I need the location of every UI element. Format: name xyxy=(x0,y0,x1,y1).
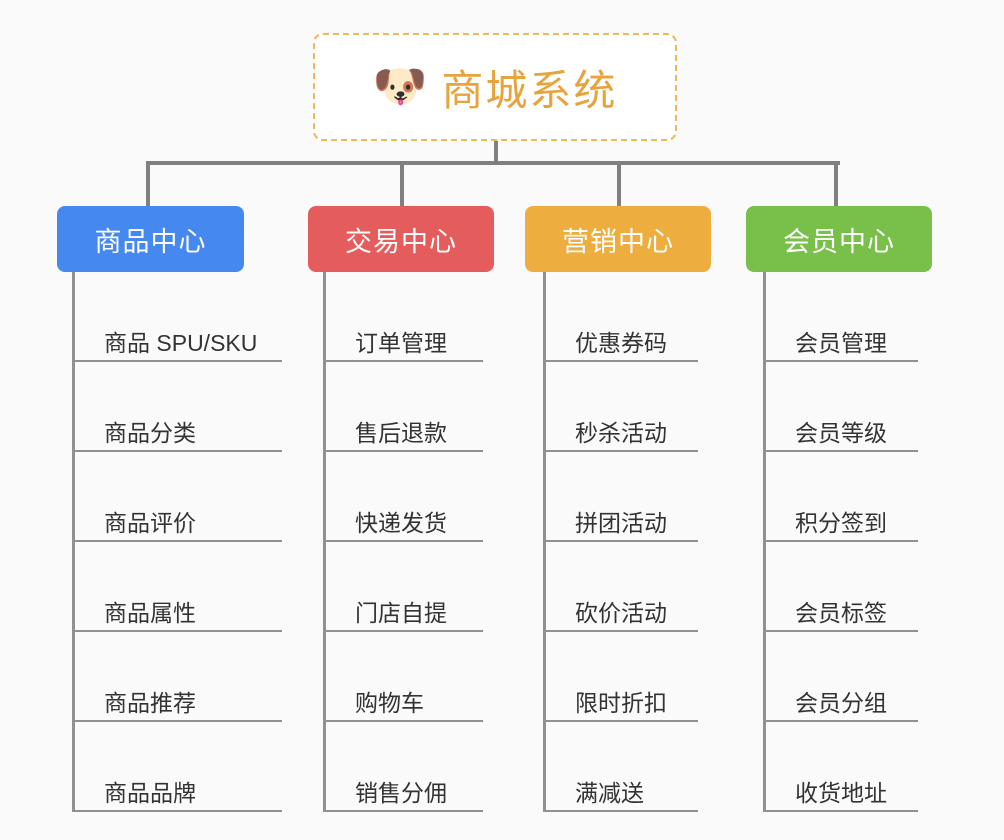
leaf-item[interactable]: 购物车 xyxy=(323,632,483,722)
leaf-item-label: 满减送 xyxy=(575,779,644,806)
leaf-item[interactable]: 砍价活动 xyxy=(543,542,698,632)
leaf-item-label: 销售分佣 xyxy=(355,779,447,806)
leaf-item[interactable]: 商品品牌 xyxy=(72,722,282,812)
shiba-dog-face-icon: 🐶 xyxy=(372,62,428,111)
category-box-4[interactable]: 会员中心 xyxy=(746,206,932,272)
leaf-item[interactable]: 门店自提 xyxy=(323,542,483,632)
leaf-item[interactable]: 限时折扣 xyxy=(543,632,698,722)
leaf-item-label: 会员分组 xyxy=(795,689,887,716)
leaf-item-label: 会员管理 xyxy=(795,329,887,356)
leaf-item[interactable]: 商品分类 xyxy=(72,362,282,452)
connector-drop-3 xyxy=(617,161,621,206)
leaf-item-label: 商品属性 xyxy=(104,599,196,626)
leaf-item-label: 拼团活动 xyxy=(575,509,667,536)
leaf-spine xyxy=(323,272,326,812)
leaf-item-label: 限时折扣 xyxy=(575,689,667,716)
leaf-item[interactable]: 会员分组 xyxy=(763,632,918,722)
leaf-item-label: 售后退款 xyxy=(355,419,447,446)
connector-root-stem xyxy=(494,141,498,164)
leaf-item[interactable]: 会员等级 xyxy=(763,362,918,452)
leaf-item-label: 秒杀活动 xyxy=(575,419,667,446)
leaf-item-label: 商品分类 xyxy=(104,419,196,446)
leaf-item[interactable]: 秒杀活动 xyxy=(543,362,698,452)
leaf-item-label: 会员等级 xyxy=(795,419,887,446)
connector-drop-2 xyxy=(400,161,404,206)
leaf-spine xyxy=(72,272,75,812)
leaf-item[interactable]: 商品属性 xyxy=(72,542,282,632)
leaf-item[interactable]: 优惠券码 xyxy=(543,272,698,362)
root-node[interactable]: 🐶 商城系统 xyxy=(313,33,677,141)
leaf-item-label: 收货地址 xyxy=(795,779,887,806)
leaf-item-label: 商品品牌 xyxy=(104,779,196,806)
leaf-item-label: 快递发货 xyxy=(355,509,447,536)
leaf-item[interactable]: 会员标签 xyxy=(763,542,918,632)
leaf-item-label: 积分签到 xyxy=(795,509,887,536)
connector-horizontal-bus xyxy=(148,161,840,165)
root-title: 商城系统 xyxy=(441,66,618,114)
leaf-item[interactable]: 满减送 xyxy=(543,722,698,812)
category-label: 营销中心 xyxy=(562,226,674,257)
category-box-2[interactable]: 交易中心 xyxy=(308,206,494,272)
leaf-item[interactable]: 会员管理 xyxy=(763,272,918,362)
leaf-item[interactable]: 售后退款 xyxy=(323,362,483,452)
leaf-item-label: 订单管理 xyxy=(355,329,447,356)
leaf-item[interactable]: 商品推荐 xyxy=(72,632,282,722)
leaf-item[interactable]: 快递发货 xyxy=(323,452,483,542)
leaf-item-label: 会员标签 xyxy=(795,599,887,626)
category-label: 交易中心 xyxy=(345,226,457,257)
leaf-item[interactable]: 商品 SPU/SKU xyxy=(72,272,282,362)
leaf-spine xyxy=(763,272,766,812)
leaf-item-label: 商品推荐 xyxy=(104,689,196,716)
leaf-item[interactable]: 商品评价 xyxy=(72,452,282,542)
leaf-item-label: 商品 SPU/SKU xyxy=(104,329,258,356)
leaf-item-label: 购物车 xyxy=(355,689,424,716)
category-box-1[interactable]: 商品中心 xyxy=(57,206,244,272)
leaf-item[interactable]: 拼团活动 xyxy=(543,452,698,542)
leaf-spine xyxy=(543,272,546,812)
connector-drop-1 xyxy=(146,161,150,206)
category-label: 商品中心 xyxy=(94,226,207,257)
leaf-item-label: 商品评价 xyxy=(104,509,196,536)
leaf-item-label: 砍价活动 xyxy=(575,599,667,626)
leaf-item-label: 优惠券码 xyxy=(575,329,667,356)
connector-drop-4 xyxy=(834,161,838,206)
leaf-item[interactable]: 销售分佣 xyxy=(323,722,483,812)
category-label: 会员中心 xyxy=(783,226,895,257)
leaf-item-label: 门店自提 xyxy=(355,599,447,626)
category-box-3[interactable]: 营销中心 xyxy=(525,206,711,272)
leaf-item[interactable]: 积分签到 xyxy=(763,452,918,542)
leaf-item[interactable]: 订单管理 xyxy=(323,272,483,362)
leaf-item[interactable]: 收货地址 xyxy=(763,722,918,812)
